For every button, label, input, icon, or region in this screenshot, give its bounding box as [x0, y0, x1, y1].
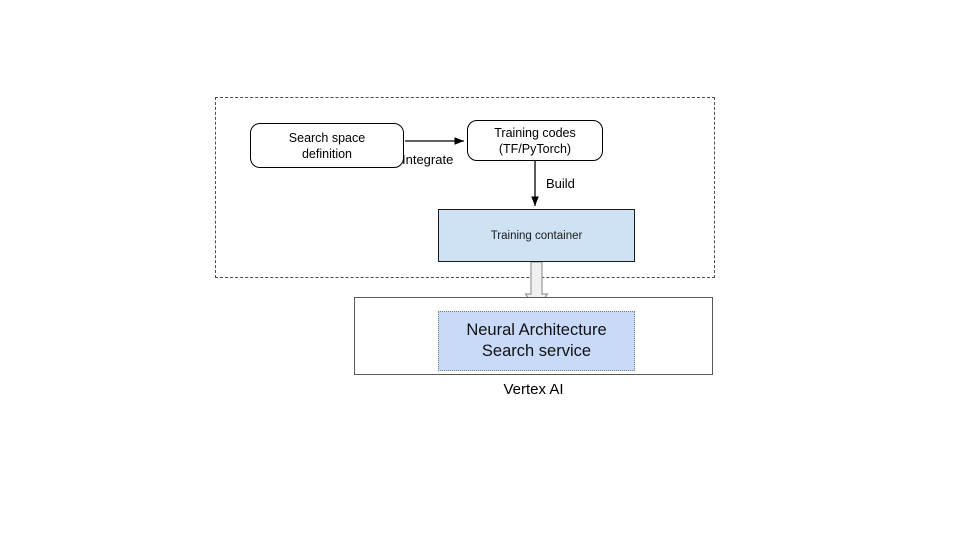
node-training-codes[interactable]: Training codes (TF/PyTorch)	[467, 120, 603, 161]
node-training-container[interactable]: Training container	[438, 209, 635, 262]
node-training-codes-text: Training codes (TF/PyTorch)	[494, 125, 576, 157]
node-vertex-ai-label: Vertex AI	[503, 381, 564, 398]
node-training-container-label: Training container	[490, 229, 583, 242]
node-search-space-line2: definition	[301, 146, 353, 161]
node-search-space-text: Search space definition	[289, 130, 365, 162]
node-neural-architecture-search-service[interactable]: Neural Architecture Search service	[438, 311, 635, 371]
node-nas-service-line1: Neural Architecture	[466, 321, 607, 339]
dashed-group-container	[215, 97, 715, 278]
edge-label-build: Build	[546, 176, 575, 191]
node-search-space-line1: Search space	[288, 130, 366, 145]
node-nas-service-text: Neural Architecture Search service	[466, 320, 606, 362]
edge-label-integrate: Integrate	[402, 152, 454, 167]
node-nas-service-line2: Search service	[481, 342, 592, 360]
node-training-codes-line1: Training codes	[494, 125, 576, 140]
node-search-space-definition[interactable]: Search space definition	[250, 123, 404, 168]
node-training-codes-line2: (TF/PyTorch)	[498, 141, 572, 156]
